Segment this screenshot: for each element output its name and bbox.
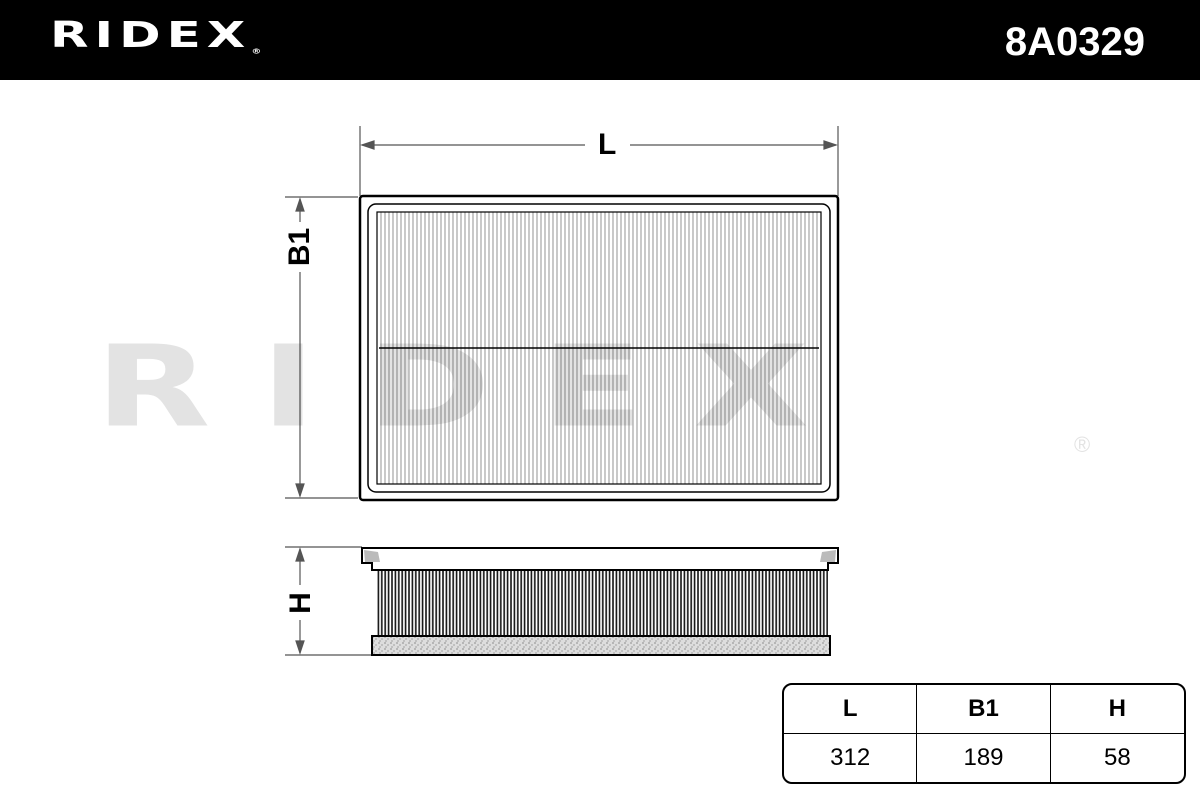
table-header-row: L B1 H [784, 685, 1184, 735]
filter-top-view [358, 194, 840, 502]
value-cell: 312 [784, 734, 918, 782]
length-dimension [359, 126, 839, 196]
watermark-registered: ® [1074, 432, 1091, 457]
width-label: B1 [283, 227, 317, 267]
width-dimension [285, 196, 358, 499]
dimensions-table: L B1 H 312 189 58 [782, 683, 1186, 784]
header-bar: RIDEX® 8A0329 [0, 0, 1200, 80]
value-cell: 189 [917, 734, 1051, 782]
header-cell: B1 [917, 685, 1051, 735]
length-label: L [598, 128, 617, 161]
part-number: 8A0329 [1004, 20, 1145, 64]
height-label: H [283, 592, 317, 614]
header-cell: H [1050, 685, 1184, 735]
header-cell: L [784, 685, 918, 735]
filter-side-view [361, 547, 839, 656]
value-cell: 58 [1103, 744, 1131, 772]
table-row: 312 189 58 [784, 734, 1184, 782]
height-dimension [285, 546, 372, 656]
brand-logo: RIDEX® [50, 14, 262, 56]
